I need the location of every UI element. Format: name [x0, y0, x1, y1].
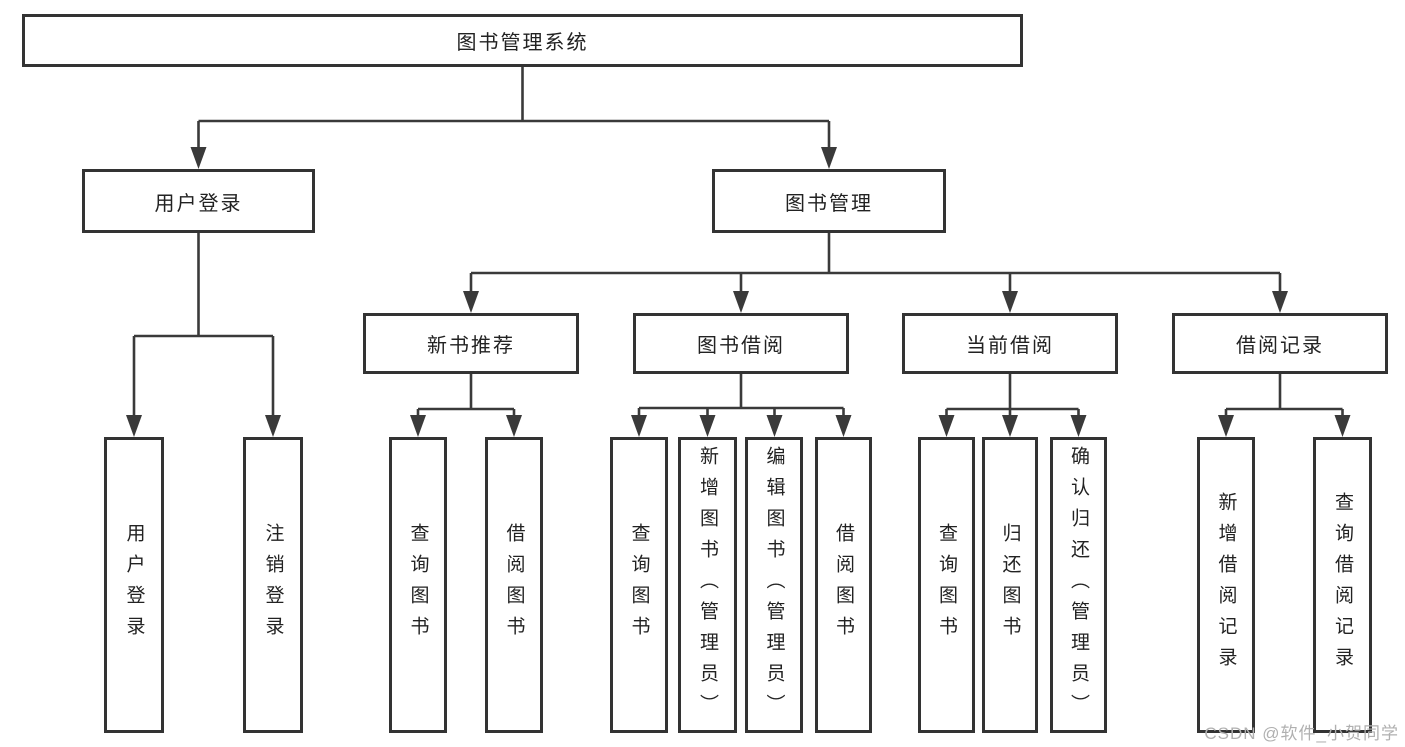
leaf-query-borrow-record-label: 查询借阅记录 [1332, 492, 1353, 678]
leaf-return-book: 归还图书 [982, 437, 1038, 733]
leaf-borrow-books-recommend: 借阅图书 [485, 437, 543, 733]
leaf-query-borrow-record: 查询借阅记录 [1313, 437, 1372, 733]
leaf-confirm-return-admin-label: 确认归还（管理员） [1068, 445, 1089, 725]
watermark: CSDN @软件_小贺同学 [1204, 724, 1399, 743]
node-root: 图书管理系统 [22, 14, 1023, 67]
node-borrow-records: 借阅记录 [1172, 313, 1388, 374]
node-root-label: 图书管理系统 [456, 32, 589, 54]
leaf-add-book-admin-label: 新增图书（管理员） [697, 445, 718, 725]
node-borrow-records-label: 借阅记录 [1236, 335, 1324, 357]
leaf-query-books-current-label: 查询图书 [936, 523, 957, 647]
leaf-query-books-borrow: 查询图书 [610, 437, 668, 733]
leaf-edit-book-admin-label: 编辑图书（管理员） [763, 445, 785, 725]
leaf-borrow-books-borrow: 借阅图书 [815, 437, 872, 733]
leaf-add-book-admin: 新增图书（管理员） [678, 437, 737, 733]
leaf-borrow-books-borrow-label: 借阅图书 [833, 523, 854, 647]
leaf-return-book-label: 归还图书 [999, 523, 1021, 647]
leaf-logout-label: 注销登录 [262, 523, 284, 647]
leaf-user-login: 用户登录 [104, 437, 164, 733]
node-user-login: 用户登录 [82, 169, 315, 233]
node-book-borrowing-label: 图书借阅 [697, 335, 785, 357]
node-current-borrowing-label: 当前借阅 [966, 335, 1054, 357]
leaf-query-books-recommend-label: 查询图书 [407, 523, 429, 647]
leaf-confirm-return-admin: 确认归还（管理员） [1050, 437, 1107, 733]
node-book-management-label: 图书管理 [785, 192, 873, 215]
node-user-login-label: 用户登录 [154, 192, 243, 215]
leaf-user-login-label: 用户登录 [123, 523, 145, 647]
leaf-query-books-borrow-label: 查询图书 [628, 523, 650, 647]
leaf-borrow-books-recommend-label: 借阅图书 [503, 523, 525, 647]
leaf-query-books-recommend: 查询图书 [389, 437, 447, 733]
node-book-borrowing: 图书借阅 [633, 313, 849, 374]
leaf-query-books-current: 查询图书 [918, 437, 975, 733]
node-new-book-recommend: 新书推荐 [363, 313, 579, 374]
node-current-borrowing: 当前借阅 [902, 313, 1118, 374]
leaf-add-borrow-record: 新增借阅记录 [1197, 437, 1255, 733]
node-book-management: 图书管理 [712, 169, 946, 233]
leaf-logout: 注销登录 [243, 437, 303, 733]
leaf-edit-book-admin: 编辑图书（管理员） [745, 437, 803, 733]
node-new-book-recommend-label: 新书推荐 [427, 335, 515, 357]
leaf-add-borrow-record-label: 新增借阅记录 [1215, 492, 1237, 678]
